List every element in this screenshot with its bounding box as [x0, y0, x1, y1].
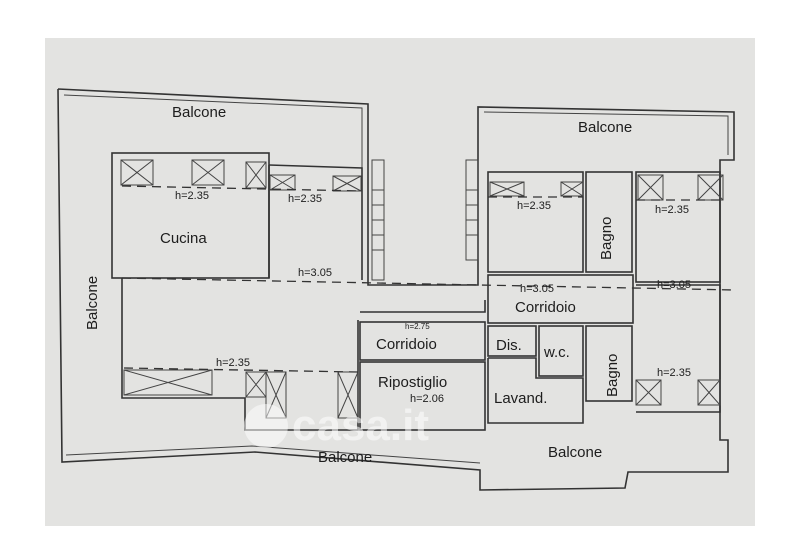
label-ripostiglio: Ripostiglio: [378, 374, 447, 391]
height-label: h=3.05: [520, 283, 554, 295]
height-label: h=2.35: [655, 204, 689, 216]
window-crosses: [120, 159, 724, 419]
label-bagno-lower: Bagno: [604, 354, 621, 397]
height-label: h=2.35: [216, 357, 250, 369]
label-balcone-bottom-right: Balcone: [548, 444, 602, 461]
label-balcone-left: Balcone: [84, 276, 101, 330]
watermark: casa.it: [244, 401, 429, 450]
ceiling-lines: [121, 185, 736, 373]
label-balcone-bottom-left: Balcone: [318, 449, 372, 466]
label-balcone-top-left: Balcone: [172, 104, 226, 121]
label-corridoio-center: Corridoio: [376, 336, 437, 353]
label-corridoio-right: Corridoio: [515, 299, 576, 316]
room-labels: Balcone Balcone Balcone Balcone Balcone …: [84, 104, 632, 466]
height-label: h=2.35: [657, 367, 691, 379]
height-label: h=2.75: [405, 322, 430, 331]
label-lavand: Lavand.: [494, 390, 547, 407]
label-dis: Dis.: [496, 337, 522, 354]
label-cucina: Cucina: [160, 230, 207, 247]
label-bagno-upper: Bagno: [598, 217, 615, 260]
height-label: h=2.35: [517, 200, 551, 212]
height-label: h=2.35: [288, 193, 322, 205]
height-label: h=2.06: [410, 393, 444, 405]
watermark-text: casa.it: [292, 401, 429, 450]
height-label: h=3.05: [298, 267, 332, 279]
height-labels: h=2.35 h=2.35 h=2.35 h=2.35 h=2.35 h=2.3…: [175, 190, 691, 405]
house-logo-icon: [244, 404, 288, 448]
label-balcone-top-right: Balcone: [578, 119, 632, 136]
label-wc: w.c.: [543, 344, 570, 361]
height-label: h=2.35: [175, 190, 209, 202]
height-label: h=3.05: [657, 279, 691, 291]
